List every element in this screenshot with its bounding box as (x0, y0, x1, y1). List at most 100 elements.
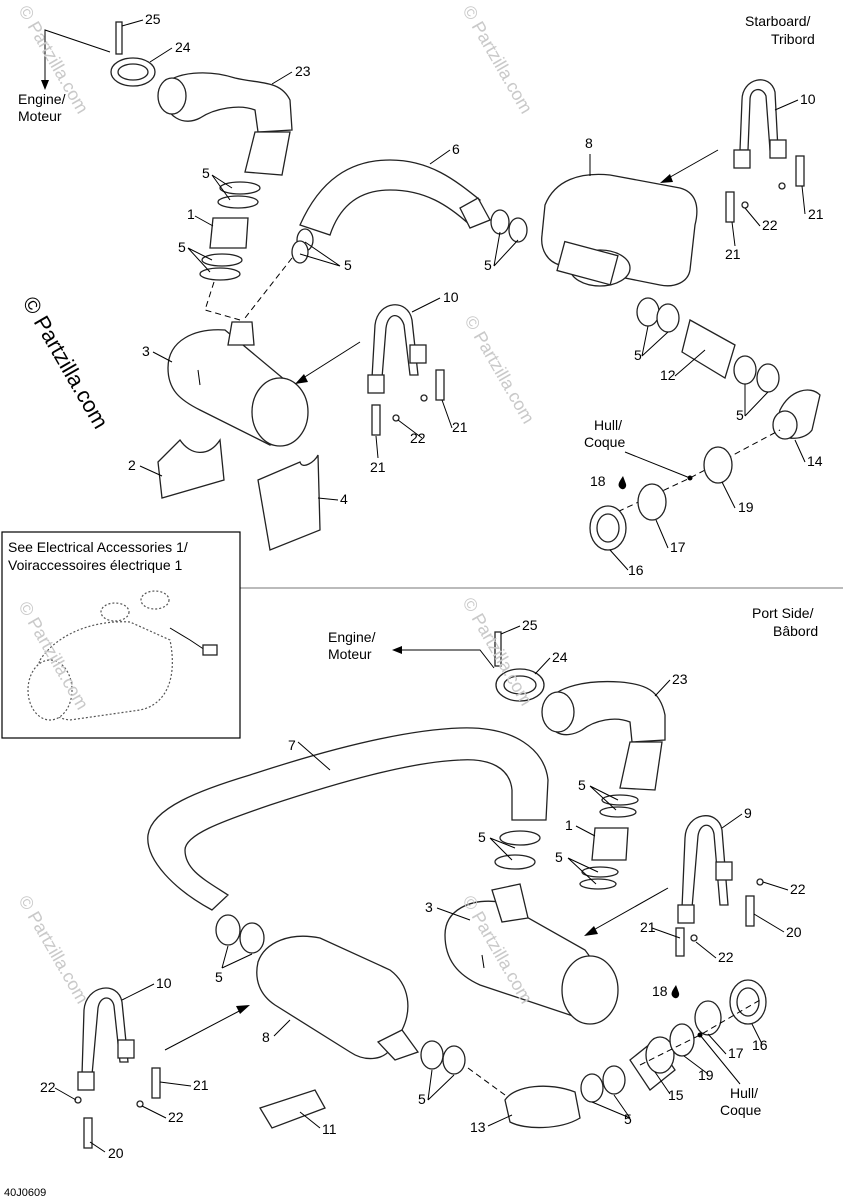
bracket-21-b (795, 155, 805, 187)
callout-21-top-b: 21 (725, 246, 741, 262)
callout-12: 12 (660, 367, 676, 383)
port-section: Port Side/ Bâbord Engine/ Moteur (40, 605, 818, 1161)
support-4 (257, 454, 321, 551)
callout-22-top-a: 22 (762, 217, 778, 233)
callout-1-bottom: 1 (565, 817, 573, 833)
bracket-21-d (435, 369, 445, 401)
strap-9-buckle-l (677, 904, 695, 924)
callout-5-top-b: 5 (178, 239, 186, 255)
callout-17-bottom: 17 (728, 1045, 744, 1061)
inset-label-line2: Voiraccessoires électrique 1 (8, 557, 183, 573)
exhaust-elbow-23-bottom (544, 680, 666, 743)
callout-16-bottom: 16 (752, 1037, 768, 1053)
exhaust-hose-7 (147, 727, 549, 911)
muffler-3-bottom-mark (481, 954, 485, 969)
gasket-19 (703, 446, 733, 484)
screw-22-bottom-a (756, 878, 764, 886)
clamp-5-bottom-h (239, 922, 265, 954)
callout-21-bottom-b: 21 (193, 1077, 209, 1093)
callout-5-bottom-e: 5 (418, 1091, 426, 1107)
strap-9 (681, 815, 729, 909)
callout-24-bottom: 24 (552, 649, 568, 665)
exhaust-hose-6 (299, 159, 481, 236)
engine-arrow-head (41, 80, 49, 90)
callout-23-top: 23 (295, 63, 311, 79)
callout-2: 2 (128, 457, 136, 473)
bracket-21-bottom-a (675, 927, 685, 957)
callout-10-top-a: 10 (800, 91, 816, 107)
callout-25-bottom: 25 (522, 617, 538, 633)
callout-21-top-c: 21 (452, 419, 468, 435)
clamp-5-bottom-g (215, 914, 241, 946)
seal-17-bottom (694, 1000, 722, 1036)
callout-1-top: 1 (187, 206, 195, 222)
callout-15: 15 (668, 1087, 684, 1103)
clamp-24-bottom-inner (503, 675, 537, 695)
bracket-20-bottom-b (83, 1117, 93, 1149)
callout-4: 4 (340, 491, 348, 507)
arrow-to-3-bottom (589, 887, 669, 933)
clamp-5-f (291, 240, 309, 264)
callout-24-top: 24 (175, 39, 191, 55)
callout-8-top: 8 (585, 135, 593, 151)
callout-17-top: 17 (670, 539, 686, 555)
hull-leader-bottom (699, 1034, 741, 1085)
clamp-5-bottom-j (442, 1045, 466, 1075)
inset-muffler-endcap (27, 659, 73, 721)
arrow-to-8-bottom-head (236, 1005, 250, 1014)
watermark-main: © Partzilla.com (18, 292, 114, 433)
engine-arrow-head-bottom (392, 646, 402, 654)
callout-23-bottom: 23 (672, 671, 688, 687)
screw-22-c (392, 414, 400, 422)
bolt-25 (115, 21, 123, 55)
inset-muffler-port-a (100, 602, 130, 622)
callout-5-top-a: 5 (202, 165, 210, 181)
nut-16-inner (596, 513, 620, 543)
bolt-25-bottom (494, 631, 502, 667)
clamp-5-h (508, 217, 528, 243)
strap-9-buckle-r (715, 861, 733, 881)
callout-11: 11 (322, 1121, 337, 1137)
clamp-5-bottom-b (599, 806, 637, 818)
starboard-label-line1: Starboard/ (745, 13, 810, 29)
engine-label-bottom-line1: Engine/ (328, 629, 376, 645)
coupler-1 (209, 217, 249, 249)
exhaust-pipe-upper (244, 131, 291, 176)
arrow-to-3 (299, 341, 361, 381)
callout-19-top: 19 (738, 499, 754, 515)
callout-25-top: 25 (145, 11, 161, 27)
clamp-5-bottom-f (494, 854, 536, 870)
callout-5-top-c: 5 (344, 257, 352, 273)
engine-label-line2: Moteur (18, 108, 62, 124)
callout-22-top-b: 22 (410, 430, 426, 446)
callout-19-bottom: 19 (698, 1067, 714, 1083)
screw-22-bottom-c (136, 1100, 144, 1108)
callout-5-bottom-d: 5 (215, 969, 223, 985)
callout-5-bottom-f: 5 (624, 1111, 632, 1127)
exhaust-elbow-23-flange (157, 77, 187, 115)
clamp-5-k (733, 355, 757, 385)
callout-10-bottom: 10 (156, 975, 172, 991)
inset-label-line1: See Electrical Accessories 1/ (8, 539, 188, 555)
callout-22-bottom-d: 22 (40, 1079, 56, 1095)
hull-axis-line (599, 429, 781, 521)
callout-6: 6 (452, 141, 460, 157)
clamp-5-bottom-i (420, 1040, 444, 1070)
inset-sensor-wire (169, 627, 206, 651)
strap-10-a-buckle-l (733, 149, 751, 169)
strap-10-a-buckle-r (769, 139, 787, 159)
screw-22-d (420, 394, 428, 402)
engine-label-bottom-line2: Moteur (328, 646, 372, 662)
watermark-3: © Partzilla.com (461, 312, 539, 427)
bracket-20-bottom-a (745, 895, 755, 927)
assembly-line-1 (204, 281, 241, 321)
clamp-5-i (636, 297, 660, 327)
starboard-section: Starboard/ Tribord Engine/ Moteur (18, 11, 824, 578)
engine-arrow-line-bottom (400, 649, 495, 669)
callout-5-top-f: 5 (736, 407, 744, 423)
callout-5-bottom-c: 5 (555, 849, 563, 865)
starboard-label-line2: Tribord (771, 31, 815, 47)
muffler-3-mark (197, 369, 201, 386)
callout-22-bottom-a: 22 (790, 881, 806, 897)
callout-13: 13 (470, 1119, 486, 1135)
